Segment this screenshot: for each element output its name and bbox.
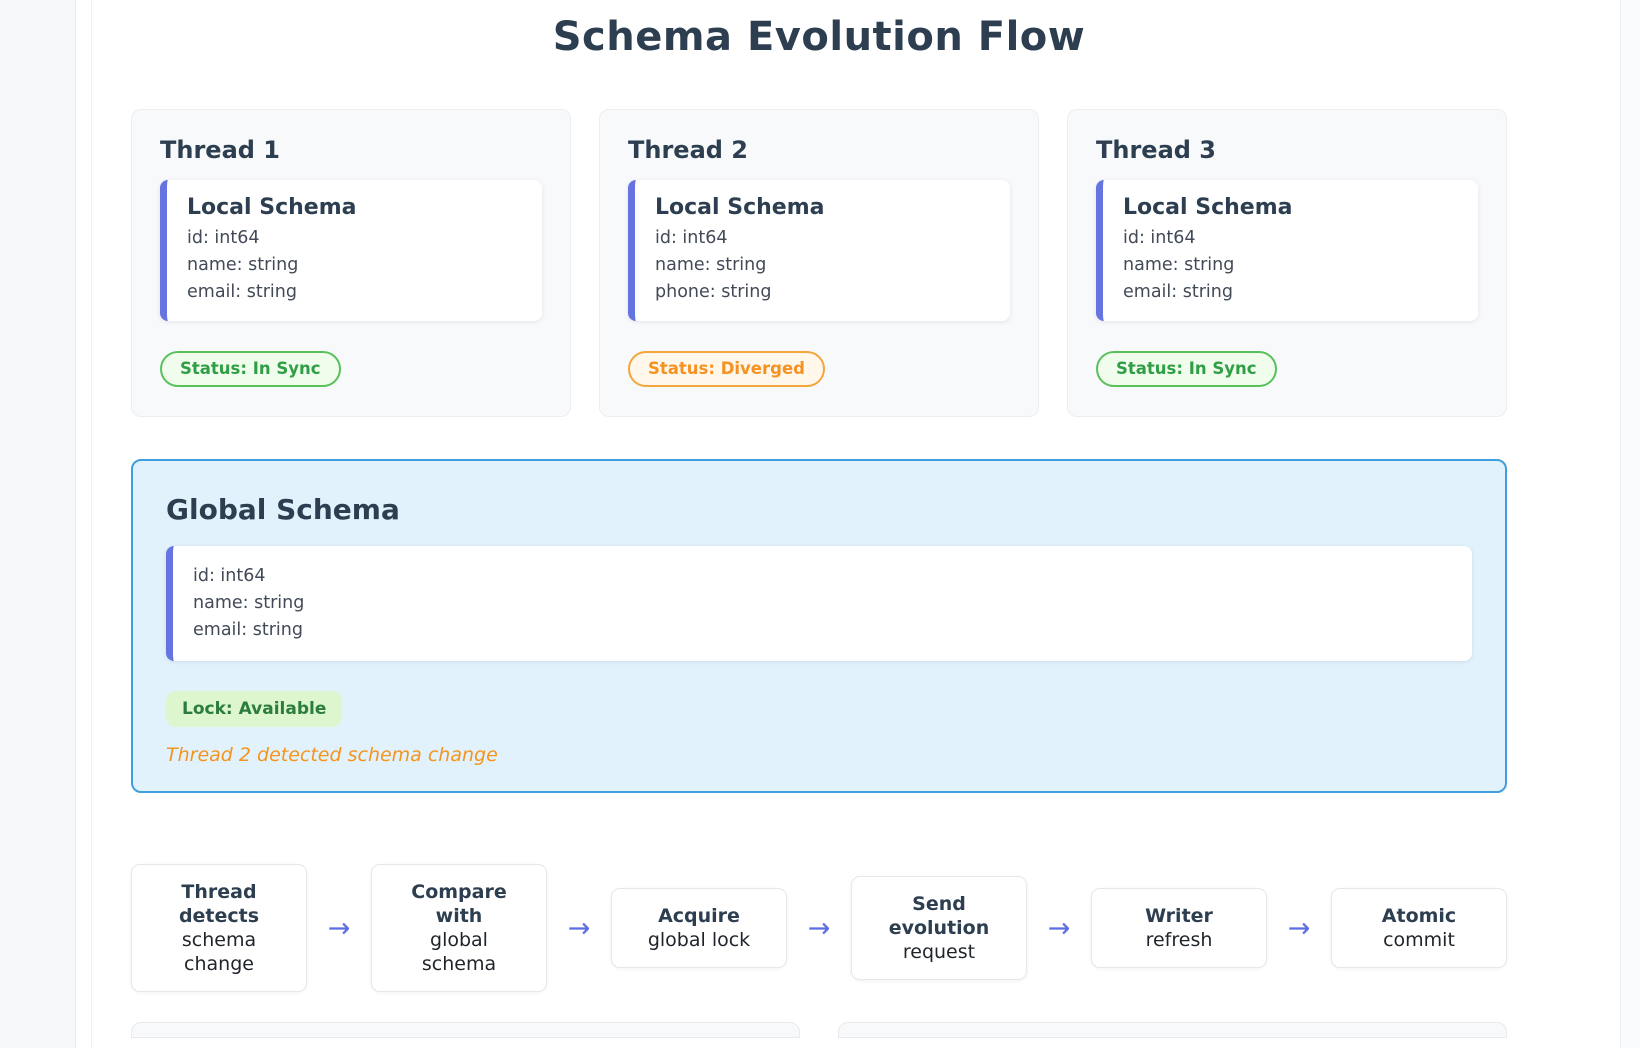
- step-detail: global lock: [647, 929, 751, 951]
- arrow-right-icon: →: [567, 912, 591, 944]
- flow-step-atomic-commit: Atomic commit: [1331, 888, 1507, 968]
- step-action: Compare with: [411, 881, 507, 927]
- thread-2-status-badge: Status: Diverged: [628, 351, 825, 387]
- flow-step-thread-detects: Thread detects schema change: [131, 864, 307, 992]
- step-action: Atomic: [1381, 905, 1457, 927]
- thread-2-card: Thread 2 Local Schema id: int64 name: st…: [599, 109, 1039, 417]
- flow-step-send-request: Send evolution request: [851, 876, 1027, 980]
- schema-field: id: int64: [187, 228, 260, 248]
- arrow-right-icon: →: [327, 912, 351, 944]
- schema-field: email: string: [193, 620, 303, 640]
- arrow-right-icon: →: [1047, 912, 1071, 944]
- thread-3-title: Thread 3: [1096, 136, 1216, 164]
- local-schema-title: Local Schema: [187, 195, 357, 220]
- cutoff-card-right: [838, 1022, 1507, 1038]
- thread-3-card: Thread 3 Local Schema id: int64 name: st…: [1067, 109, 1507, 417]
- local-schema-title: Local Schema: [1123, 195, 1293, 220]
- flow-step-writer-refresh: Writer refresh: [1091, 888, 1267, 968]
- arrow-right-icon: →: [807, 912, 831, 944]
- lock-status-badge: Lock: Available: [166, 691, 343, 727]
- left-margin-rail: [0, 0, 76, 1048]
- page-title: Schema Evolution Flow: [552, 14, 1086, 60]
- step-detail: schema change: [181, 929, 257, 975]
- schema-field: email: string: [1123, 282, 1233, 302]
- cutoff-card-left: [131, 1022, 800, 1038]
- global-schema-title: Global Schema: [166, 493, 400, 526]
- thread-1-title: Thread 1: [160, 136, 280, 164]
- thread-3-status-badge: Status: In Sync: [1096, 351, 1277, 387]
- thread-1-status-badge: Status: In Sync: [160, 351, 341, 387]
- step-action: Send evolution: [888, 893, 990, 939]
- step-detail: request: [902, 941, 976, 963]
- schema-field: name: string: [187, 255, 299, 275]
- schema-field: name: string: [193, 593, 305, 613]
- flow-steps-row: Thread detects schema change → Compare w…: [131, 864, 1507, 992]
- step-detail: commit: [1383, 929, 1455, 951]
- schema-field: email: string: [187, 282, 297, 302]
- threads-row: Thread 1 Local Schema id: int64 name: st…: [131, 109, 1507, 417]
- bottom-cards-row: [131, 1022, 1507, 1038]
- step-action: Writer: [1145, 905, 1213, 927]
- schema-field: name: string: [1123, 255, 1235, 275]
- flow-step-compare: Compare with global schema: [371, 864, 547, 992]
- schema-field: name: string: [655, 255, 767, 275]
- step-detail: global schema: [421, 929, 497, 975]
- flow-step-acquire-lock: Acquire global lock: [611, 888, 787, 968]
- right-margin-rail: [1620, 0, 1640, 1048]
- thread-2-local-schema-box: Local Schema id: int64 name: string phon…: [628, 180, 1010, 321]
- schema-field: id: int64: [655, 228, 728, 248]
- step-action: Thread detects: [178, 881, 260, 927]
- thread-3-local-schema-box: Local Schema id: int64 name: string emai…: [1096, 180, 1478, 321]
- thread-1-card: Thread 1 Local Schema id: int64 name: st…: [131, 109, 571, 417]
- step-action: Acquire: [658, 905, 740, 927]
- step-detail: refresh: [1145, 929, 1213, 951]
- arrow-right-icon: →: [1287, 912, 1311, 944]
- schema-field: id: int64: [1123, 228, 1196, 248]
- schema-field: id: int64: [193, 566, 266, 586]
- global-schema-box: id: int64 name: string email: string: [166, 546, 1472, 661]
- left-margin-gutter: [77, 0, 92, 1048]
- schema-evolution-diagram: Schema Evolution Flow Thread 1 Local Sch…: [131, 0, 1507, 1038]
- schema-field: phone: string: [655, 282, 772, 302]
- thread-1-local-schema-box: Local Schema id: int64 name: string emai…: [160, 180, 542, 321]
- global-schema-panel: Global Schema id: int64 name: string ema…: [131, 459, 1507, 793]
- schema-change-event-message: Thread 2 detected schema change: [166, 744, 498, 766]
- local-schema-title: Local Schema: [655, 195, 825, 220]
- thread-2-title: Thread 2: [628, 136, 748, 164]
